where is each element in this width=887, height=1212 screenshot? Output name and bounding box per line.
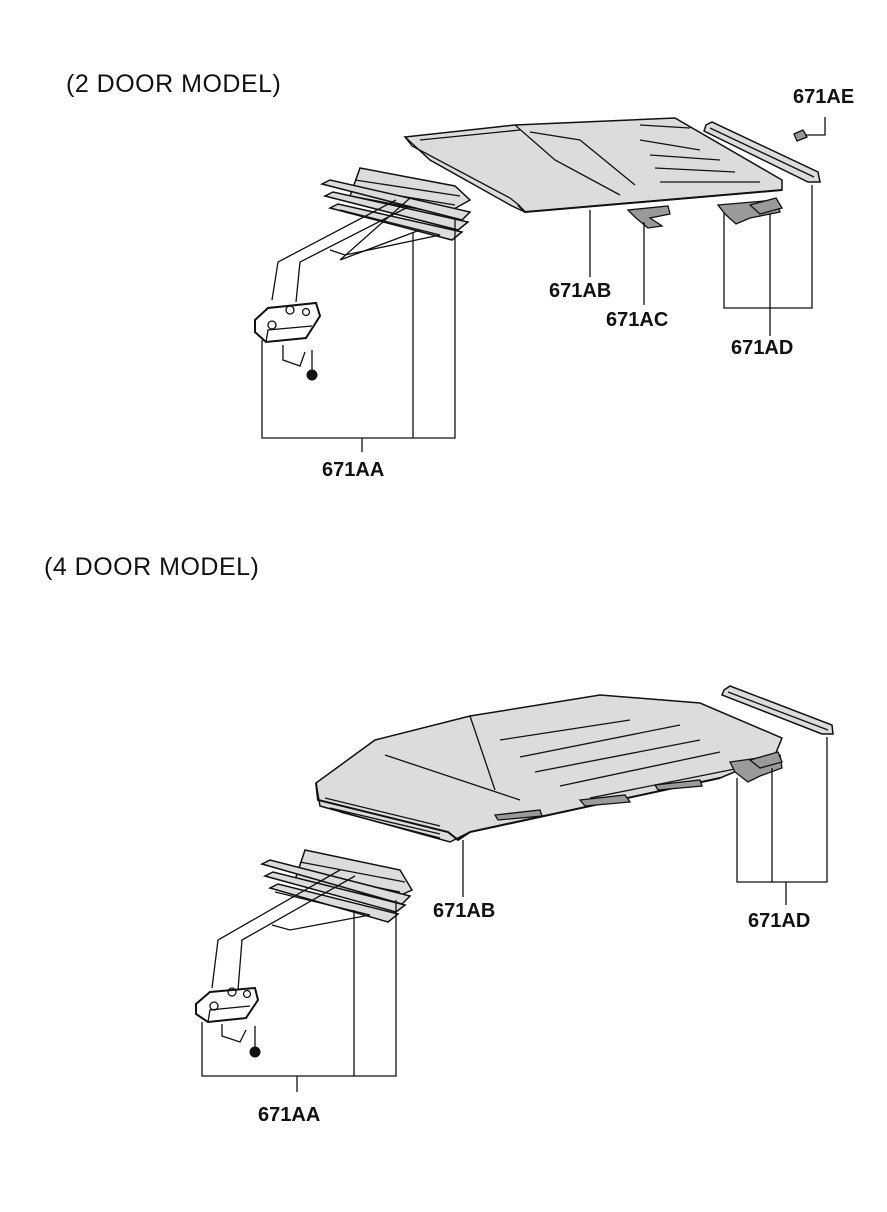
four-door-leader-lines <box>201 737 828 1092</box>
four-door-rear-bracket <box>729 751 783 783</box>
four-door-pillar-bracket <box>195 869 356 1058</box>
two-door-clip <box>793 117 826 142</box>
callout-671ae-two-door: 671AE <box>793 86 855 108</box>
two-door-bracket-ac <box>626 205 671 229</box>
four-door-assembly <box>195 685 834 1092</box>
two-door-weatherstrip <box>703 121 821 183</box>
four-door-weatherstrip <box>721 685 834 735</box>
two-door-header-rail <box>319 167 472 261</box>
four-door-model-heading: (4 DOOR MODEL) <box>44 553 260 581</box>
two-door-pillar-bracket <box>254 199 411 381</box>
four-door-roof-panel <box>315 694 783 843</box>
two-door-rear-bracket <box>716 197 783 225</box>
two-door-model-heading: (2 DOOR MODEL) <box>66 70 282 98</box>
callout-671ab-four-door: 671AB <box>433 900 496 922</box>
two-door-leader-lines <box>261 185 813 452</box>
callout-671aa-two-door: 671AA <box>322 459 385 481</box>
two-door-assembly <box>254 117 826 452</box>
callout-671ad-four-door: 671AD <box>748 910 811 932</box>
callout-671ad-two-door: 671AD <box>731 337 794 359</box>
two-door-roof-panel <box>403 117 783 214</box>
four-door-header-rail <box>259 849 414 931</box>
callout-671ac-two-door: 671AC <box>606 309 669 331</box>
callout-671ab-two-door: 671AB <box>549 280 612 302</box>
callout-671aa-four-door: 671AA <box>258 1104 321 1126</box>
